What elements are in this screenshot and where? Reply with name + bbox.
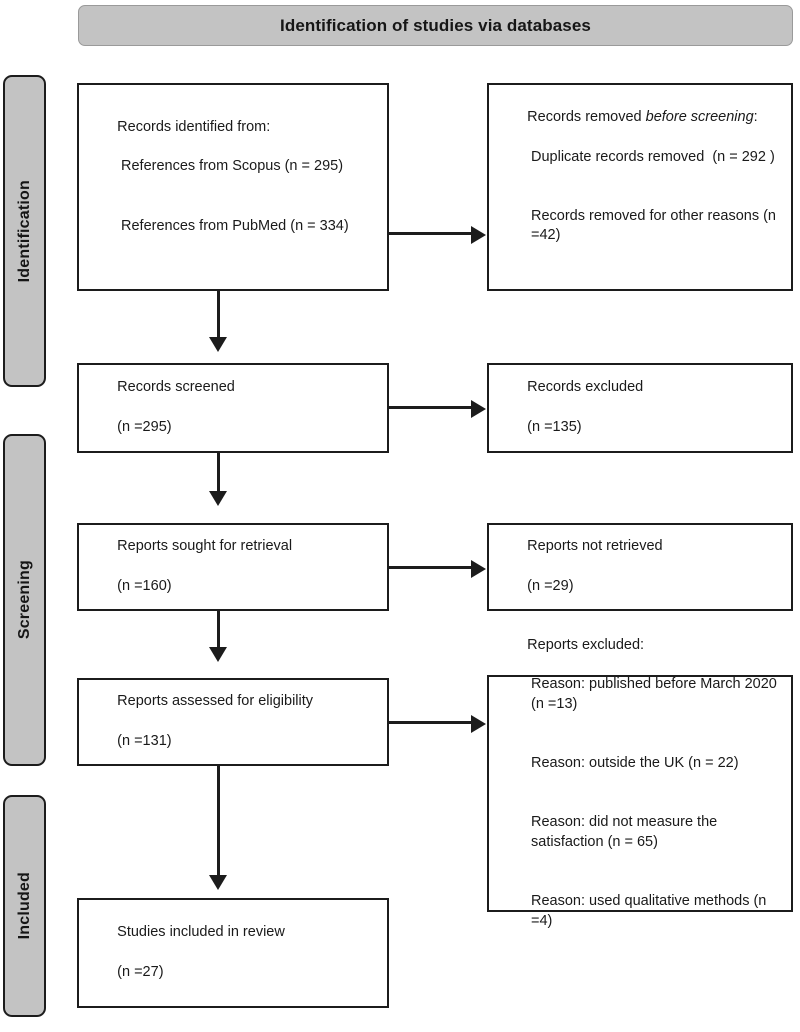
box-studies-included-line-2: (n =27) [117,963,164,980]
box-reports-excluded-reason-1: Reason: published before March 2020 (n =… [531,676,781,712]
box-records-removed-heading-tail: : [753,109,758,126]
box-records-excluded: Records excluded (n =135) [487,363,793,453]
box-records-removed-text: Records removed before screening: Duplic… [503,88,777,285]
arrow-right-icon [471,715,486,733]
box-reports-not-retrieved-line-2: (n =29) [527,577,574,594]
connector-screened-to-excluded [389,406,473,409]
box-reports-sought-line-1: Reports sought for retrieval [117,538,293,555]
box-records-excluded-text: Records excluded (n =135) [503,359,643,458]
box-records-screened: Records screened (n =295) [77,363,389,453]
page-title: Identification of studies via databases [280,15,591,35]
box-records-removed-heading-plain: Records removed [527,109,646,126]
connector-assessed-to-reports-excluded [389,721,473,724]
box-records-removed-line-1: Duplicate records removed (n = 292 ) [531,148,775,165]
stage-tab-included: Included [3,795,46,1017]
box-records-identified-text: Records identified from: References from… [93,98,349,275]
box-studies-included-text: Studies included in review (n =27) [93,904,285,1003]
arrow-down-icon [209,647,227,662]
connector-screened-to-sought [217,453,220,495]
stage-tab-identification-label: Identification [15,179,33,283]
box-reports-not-retrieved: Reports not retrieved (n =29) [487,523,793,611]
arrow-down-icon [209,875,227,890]
box-studies-included: Studies included in review (n =27) [77,898,389,1008]
box-reports-not-retrieved-text: Reports not retrieved (n =29) [503,518,663,617]
box-records-identified-line-1: References from Scopus (n = 295) [121,158,344,175]
stage-tab-screening: Screening [3,434,46,766]
header-banner: Identification of studies via databases [78,5,793,46]
box-reports-excluded-reasons-text: Reports excluded: Reason: published befo… [503,616,777,971]
box-records-removed-line-2: Records removed for other reasons (n =42… [531,207,781,244]
arrow-down-icon [209,337,227,352]
connector-identified-to-screened [217,291,220,341]
box-reports-assessed-text: Reports assessed for eligibility (n =131… [93,673,313,772]
box-reports-assessed-line-2: (n =131) [117,732,172,749]
box-reports-sought: Reports sought for retrieval (n =160) [77,523,389,611]
box-records-removed-heading-italic: before screening [645,109,754,126]
box-records-excluded-line-1: Records excluded [527,379,644,396]
box-reports-excluded-reason-4: Reason: used qualitative methods (n =4) [531,893,771,929]
box-reports-sought-line-2: (n =160) [117,577,172,594]
box-reports-sought-text: Reports sought for retrieval (n =160) [93,518,292,617]
box-records-screened-line-2: (n =295) [117,418,172,435]
stage-tab-included-label: Included [15,872,33,940]
box-records-screened-text: Records screened (n =295) [93,359,235,458]
connector-sought-to-not-retrieved [389,566,473,569]
box-reports-assessed-line-1: Reports assessed for eligibility [117,693,314,710]
box-records-identified-line-2: References from PubMed (n = 334) [121,217,349,234]
box-records-identified: Records identified from: References from… [77,83,389,291]
box-records-identified-heading: Records identified from: [117,118,271,135]
arrow-right-icon [471,226,486,244]
box-reports-assessed: Reports assessed for eligibility (n =131… [77,678,389,766]
box-reports-excluded-reason-3: Reason: did not measure the satisfaction… [531,814,722,850]
box-reports-excluded-reasons: Reports excluded: Reason: published befo… [487,637,793,929]
box-records-removed: Records removed before screening: Duplic… [487,83,793,291]
box-records-removed-heading: Records removed before screening: [527,109,758,125]
box-reports-not-retrieved-line-1: Reports not retrieved [527,538,663,555]
stage-tab-screening-label: Screening [15,560,33,640]
stage-tab-identification: Identification [3,75,46,387]
connector-assessed-to-included [217,766,220,879]
box-studies-included-line-1: Studies included in review [117,924,285,941]
connector-sought-to-assessed [217,611,220,651]
arrow-right-icon [471,560,486,578]
connector-identified-to-removed [389,232,473,235]
box-records-screened-line-1: Records screened [117,379,235,396]
box-records-excluded-line-2: (n =135) [527,418,582,435]
arrow-down-icon [209,491,227,506]
box-reports-excluded-heading: Reports excluded: [527,636,645,653]
arrow-right-icon [471,400,486,418]
box-reports-excluded-reason-2: Reason: outside the UK (n = 22) [531,755,739,772]
